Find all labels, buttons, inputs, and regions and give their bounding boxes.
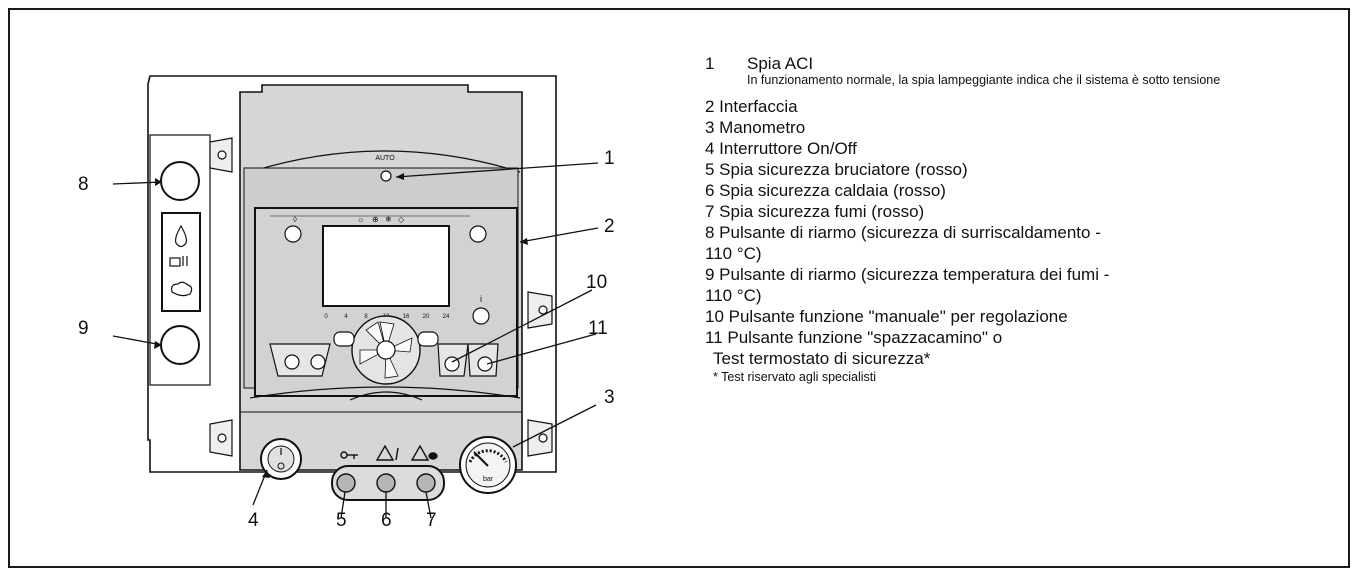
chimney-sweep-button[interactable]	[467, 343, 499, 377]
manual-mode-button[interactable]	[437, 343, 469, 377]
legend-item: 11 Pulsante funzione "spazzacamino" o	[705, 328, 1003, 347]
manometer-dial-label: bar	[483, 476, 494, 483]
figure-frame	[8, 8, 1350, 568]
leader-2	[519, 227, 599, 243]
reset-button-flue[interactable]	[160, 325, 200, 365]
chimney-icon	[169, 256, 188, 267]
burner-safety-light	[336, 473, 356, 493]
legend-item: 10 Pulsante funzione "manuale" per regol…	[705, 307, 1068, 326]
svg-text:◊: ◊	[293, 215, 297, 224]
leader-arrowheads	[154, 173, 528, 478]
interface-top-symbols: ◊ ☼ ⊕ ❄ ◇	[293, 215, 405, 224]
info-icon: i	[480, 294, 482, 304]
legend-item: 7 Spia sicurezza fumi (rosso)	[705, 202, 925, 221]
knob-side-button-right[interactable]	[417, 331, 439, 347]
leader-3	[512, 404, 597, 448]
symbol-plate	[161, 212, 201, 312]
callout-11: 11	[588, 318, 608, 339]
callout-3: 3	[604, 387, 615, 408]
legend-item: 6 Spia sicurezza caldaia (rosso)	[705, 181, 946, 200]
callout-1: 1	[604, 148, 615, 169]
panel-bottom-arc	[249, 386, 521, 399]
interface-display	[322, 225, 450, 307]
legend-item-1-title: Spia ACI	[747, 54, 814, 73]
callout-9: 9	[78, 318, 89, 339]
scale-tick-label: 24	[443, 314, 450, 320]
svg-text:❄: ❄	[385, 215, 392, 224]
callout-8: 8	[78, 174, 89, 195]
drop-icon	[174, 224, 188, 248]
key-icon	[340, 451, 358, 459]
scale-tick-label: 8	[364, 314, 368, 320]
legend-items: 2 Interfaccia 3 Manometro 4 Interruttore…	[705, 96, 1325, 385]
mounting-tabs-left	[209, 137, 233, 457]
boiler-safety-light	[376, 473, 396, 493]
leader-10	[451, 289, 593, 363]
svg-text:☼: ☼	[357, 215, 364, 224]
boiler-control-panel-diagram: AUTO ◊☼⊕❄◇ 04812162024 i	[78, 75, 615, 531]
legend-item-11-line2: Test termostato di sicurezza*	[713, 349, 931, 368]
smoke-icon	[171, 281, 193, 297]
legend-item-1-description: In funzionamento normale, la spia lampeg…	[747, 73, 1221, 87]
warning-smoke-icon	[410, 444, 438, 461]
legend-item: 3 Manometro	[705, 118, 806, 137]
bottom-left-button-pair[interactable]	[269, 343, 331, 377]
legend-item: 110 °C)	[705, 286, 762, 305]
legend-item-1-number: 1	[705, 54, 715, 73]
leader-1	[395, 162, 599, 178]
legend-item: 2 Interfaccia	[705, 97, 798, 116]
callout-4: 4	[248, 510, 259, 531]
warning-thermometer-icon	[375, 444, 399, 461]
callout-7: 7	[426, 510, 437, 531]
warning-icons-row	[340, 444, 438, 461]
panel-top-arc	[249, 150, 521, 173]
legend-item-1: 1 Spia ACI In funzionamento normale, la …	[705, 54, 1325, 88]
leader-9	[112, 335, 163, 346]
info-button[interactable]	[472, 307, 490, 325]
callout-10: 10	[586, 272, 607, 293]
callout-2: 2	[604, 216, 615, 237]
legend-item: 8 Pulsante di riarmo (sicurezza di surri…	[705, 223, 1101, 242]
scale-tick-label: 16	[403, 314, 410, 320]
interface-button-left[interactable]	[284, 225, 302, 243]
legend: 1 Spia ACI In funzionamento normale, la …	[705, 54, 1325, 385]
scale-tick-label: 20	[423, 314, 430, 320]
legend-item: 9 Pulsante di riarmo (sicurezza temperat…	[705, 265, 1110, 284]
leader-7	[425, 491, 432, 519]
leader-8	[112, 181, 163, 185]
aci-indicator-light	[380, 170, 392, 182]
scale-tick-label: 4	[344, 314, 348, 320]
mounting-tabs-right	[527, 291, 553, 457]
on-off-switch[interactable]	[260, 438, 302, 480]
svg-text:◇: ◇	[398, 215, 405, 224]
flue-safety-light	[416, 473, 436, 493]
panel-handle	[349, 391, 423, 401]
aci-mode-label: AUTO	[375, 155, 395, 162]
leader-11	[486, 333, 597, 365]
legend-footnote: * Test riservato agli specialisti	[713, 370, 877, 384]
legend-item: 5 Spia sicurezza bruciatore (rosso)	[705, 160, 968, 179]
interface-button-right[interactable]	[469, 225, 487, 243]
leader-5	[340, 491, 346, 519]
knob-side-button-left[interactable]	[333, 331, 355, 347]
reset-button-overheat[interactable]	[160, 161, 200, 201]
callout-5: 5	[336, 510, 347, 531]
callout-6: 6	[381, 510, 392, 531]
svg-text:⊕: ⊕	[372, 215, 379, 224]
rotary-knob[interactable]	[351, 315, 421, 385]
legend-item: 4 Interruttore On/Off	[705, 139, 857, 158]
scale-tick-label: 0	[324, 314, 328, 320]
legend-item: 110 °C)	[705, 244, 762, 263]
manometer: bar	[459, 436, 517, 494]
